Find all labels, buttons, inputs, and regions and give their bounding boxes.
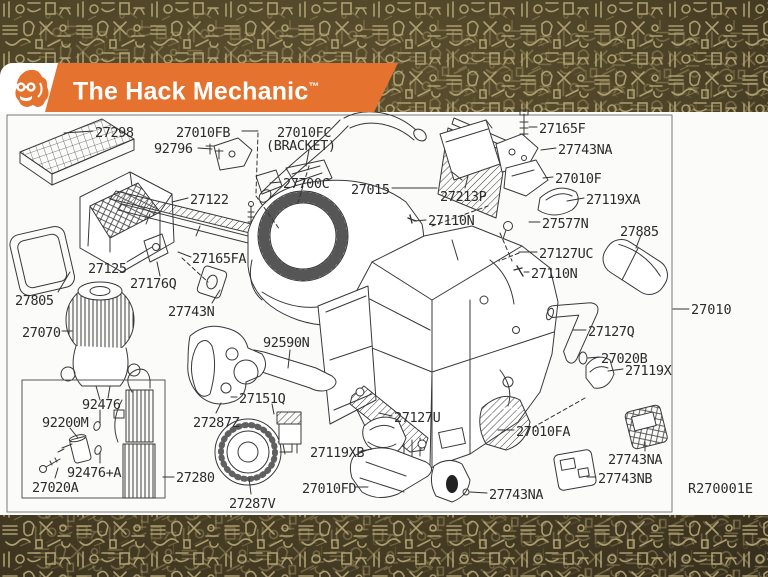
part-label-27213p: 27213P <box>440 189 487 205</box>
part-label-27127q: 27127Q <box>588 324 635 340</box>
trademark-symbol: ™ <box>308 81 320 93</box>
hose-27127q-drawing <box>546 302 599 365</box>
banner-title: The Hack Mechanic™ <box>73 77 320 106</box>
part-label-27743n: 27743N <box>168 304 215 320</box>
filter-seal-drawing <box>9 225 75 296</box>
diagram-frame <box>6 114 673 513</box>
part-label-27280: 27280 <box>176 470 215 486</box>
part-label-27743na: 27743NA <box>558 142 613 158</box>
assembly-label: 27010 <box>691 302 732 318</box>
part-label-27127u: 27127U <box>394 410 441 426</box>
part-label-27743na: 27743NA <box>608 452 663 468</box>
part-label-27125: 27125 <box>88 261 127 277</box>
part-label-27010f: 27010F <box>555 171 602 187</box>
part-label-27010fc: 27010FC <box>277 125 332 141</box>
inset-box-parts-drawing <box>21 368 166 499</box>
bottom-center-parts-drawing <box>246 349 471 503</box>
part-label-92796: 92796 <box>154 141 193 157</box>
part-label-27020a: 27020A <box>32 480 79 496</box>
part-label-92590n: 92590N <box>263 335 310 351</box>
part-label-27015: 27015 <box>351 182 390 198</box>
part-label-27010fa: 27010FA <box>516 424 571 440</box>
part-label-27165f: 27165F <box>539 121 586 137</box>
part-label-27127uc: 27127UC <box>539 246 594 262</box>
bolt-glyphs <box>407 214 524 277</box>
part-label-27287v: 27287V <box>229 496 276 512</box>
leader-lines <box>54 126 690 495</box>
intake-case-drawing <box>79 171 175 273</box>
part-label-27070: 27070 <box>22 325 61 341</box>
part-label-27805: 27805 <box>15 293 54 309</box>
part-label-92476a: 92476+A <box>67 465 122 481</box>
part-label-27151q: 27151Q <box>239 391 286 407</box>
part-label-27700c: 27700C <box>283 176 330 192</box>
small-brackets-drawing <box>143 137 333 299</box>
part-label-27743na: 27743NA <box>489 487 544 503</box>
part-label-27110n: 27110N <box>531 266 578 282</box>
mechanic-face-icon <box>9 69 49 107</box>
part-label-27165fa: 27165FA <box>192 251 247 267</box>
brand-banner: The Hack Mechanic™ <box>0 63 420 112</box>
case-27213p-drawing <box>439 119 501 181</box>
part-label-27298: 27298 <box>95 125 134 141</box>
part-label-27020b: 27020B <box>601 351 648 367</box>
part-label-27119xa: 27119XA <box>586 192 641 208</box>
bracket-cluster-drawing <box>495 109 579 249</box>
part-label-27122: 27122 <box>190 192 229 208</box>
part-label-27885: 27885 <box>620 224 659 240</box>
banner-band <box>0 63 398 112</box>
grommet-27020b <box>578 351 588 365</box>
part-label-27010fd: 27010FD <box>302 481 357 497</box>
cabin-filter-drawing <box>19 118 135 186</box>
part-label-92476: 92476 <box>82 397 121 413</box>
part-label-27577n: 27577N <box>542 216 589 232</box>
duct-27885-drawing <box>602 238 668 295</box>
part-label-27010fb: 27010FB <box>176 125 231 141</box>
part-label-27110n: 27110N <box>428 213 475 229</box>
brand-logo <box>0 63 58 112</box>
lower-right-parts-drawing <box>479 356 668 491</box>
part-label-bracket: (BRACKET) <box>266 138 336 154</box>
diagram-ref-code: R270001E <box>688 481 754 497</box>
part-label-92200m: 92200M <box>42 415 89 431</box>
blower-motor-drawing <box>60 281 141 401</box>
part-label-27743nb: 27743NB <box>598 471 653 487</box>
part-label-27119xb: 27119XB <box>310 445 365 461</box>
part-label-27119x: 27119X <box>625 363 672 379</box>
heater-pipes-drawing <box>258 111 427 203</box>
part-label-27176q: 27176Q <box>130 276 177 292</box>
part-label-27287z: 27287Z <box>193 415 240 431</box>
pulley-parts-drawing <box>187 325 302 486</box>
dashed-leaders <box>181 132 586 429</box>
